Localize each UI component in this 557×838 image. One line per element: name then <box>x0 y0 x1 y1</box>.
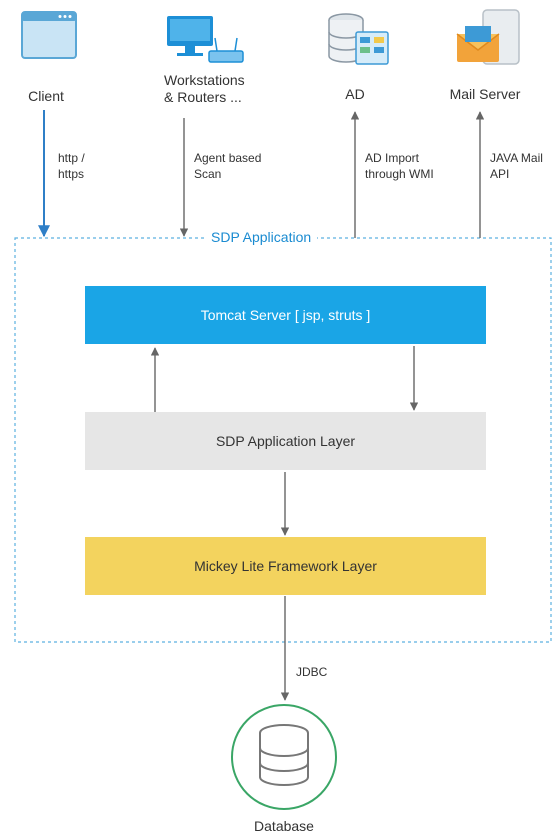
computer-router-icon <box>167 16 244 63</box>
mail-server-label: Mail Server <box>449 86 521 102</box>
sdp-application-layer: SDP Application Layer <box>85 412 486 470</box>
workstations-label-line2: & Routers ... <box>164 89 242 105</box>
database-label: Database <box>254 818 314 834</box>
tomcat-server-layer: Tomcat Server [ jsp, struts ] <box>85 286 486 344</box>
sdp-application-container <box>14 237 552 643</box>
client-edge-label: http / https <box>58 150 85 182</box>
workstations-label: Workstations & Routers ... <box>164 72 284 106</box>
ad-edge-label: AD Import through WMI <box>365 150 434 182</box>
agent-edge-line2: Scan <box>194 167 222 181</box>
mail-edge-line1: JAVA Mail <box>490 151 543 165</box>
ad-label: AD <box>345 86 365 102</box>
mail-edge-label: JAVA Mail API <box>490 150 543 182</box>
client-edge-line2: https <box>58 167 85 181</box>
client-label: Client <box>28 88 64 104</box>
browser-window-icon <box>21 11 77 59</box>
ad-edge-line2: through WMI <box>365 167 434 181</box>
mickey-lite-framework-layer: Mickey Lite Framework Layer <box>85 537 486 595</box>
agent-edge-label: Agent based Scan <box>194 150 261 182</box>
client-edge-line1: http / <box>58 151 85 165</box>
database-icon <box>259 724 309 786</box>
server-database-icon <box>328 13 389 65</box>
mail-envelope-icon <box>456 9 520 65</box>
jdbc-label: JDBC <box>296 665 328 679</box>
sdp-application-title: SDP Application <box>205 229 318 245</box>
ad-edge-line1: AD Import <box>365 151 420 165</box>
mail-edge-line2: API <box>490 167 510 181</box>
workstations-label-line1: Workstations <box>164 72 245 88</box>
agent-edge-line1: Agent based <box>194 151 262 165</box>
